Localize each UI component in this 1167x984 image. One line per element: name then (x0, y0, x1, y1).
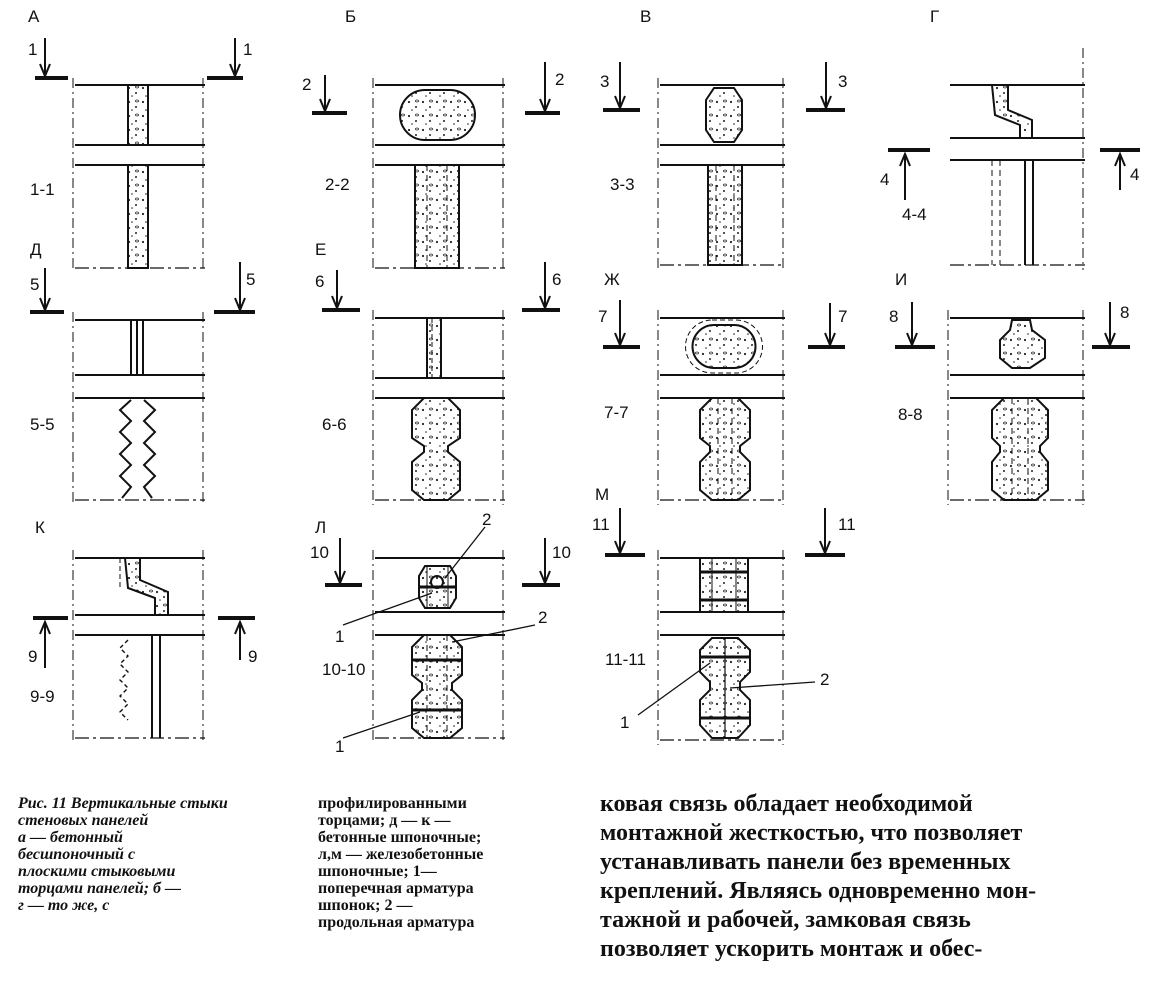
section-label: 2-2 (325, 175, 350, 194)
joint-v (603, 62, 845, 270)
variant-label-v: В (640, 7, 651, 26)
cut-mark-number: 4 (1130, 165, 1139, 184)
cut-mark-number: 7 (838, 307, 847, 326)
caption-line: плоскими стыковыми (18, 863, 176, 880)
section-label: 5-5 (30, 415, 55, 434)
section-label: 7-7 (604, 403, 629, 422)
cut-mark-number: 5 (30, 275, 39, 294)
figure-caption-title: Рис. 11 Вертикальные стыки стеновых пане… (18, 795, 228, 829)
caption-line: продольная арматура (318, 914, 475, 931)
cut-mark-number: 1 (28, 40, 37, 59)
joint-a (35, 38, 243, 272)
section-label: 10-10 (322, 660, 365, 679)
body-text: ковая связь обладает необходимой монтажн… (600, 790, 1150, 964)
section-label: 11-11 (605, 650, 646, 669)
body-line: креплений. Являясь одновременно мон- (600, 878, 1037, 904)
cut-mark-number: 2 (302, 75, 311, 94)
joint-i (895, 302, 1130, 505)
variant-label-b: Б (345, 7, 356, 26)
section-label: 1-1 (30, 180, 55, 199)
section-label: 4-4 (902, 205, 927, 224)
caption-line: торцами панелей; б — (18, 880, 181, 897)
variant-label-d: Д (30, 240, 42, 259)
cut-mark-number: 10 (310, 543, 329, 562)
caption-line: бетонные шпоночные; (318, 829, 482, 846)
cut-mark-number: 3 (600, 72, 609, 91)
joint-zh (603, 300, 845, 505)
wall-panel-joints-figure: А Б В Г Д Е Ж И К Л М 1-1 2-2 3-3 4-4 5-… (28, 7, 1140, 756)
variant-label-i: И (895, 270, 907, 289)
joint-d (30, 262, 255, 505)
body-line: позволяет ускорить монтаж и обес- (600, 936, 983, 962)
joint-e (322, 262, 560, 505)
caption-line: а — бетонный (18, 829, 123, 846)
caption-line: бесшпоночный с (18, 846, 136, 863)
cut-mark-number: 5 (246, 270, 255, 289)
callout-transverse-rebar: 1 (335, 627, 344, 646)
variant-label-l: Л (315, 518, 326, 537)
caption-continuation: профилированными торцами; д — к — бетонн… (318, 795, 563, 931)
cut-mark-number: 6 (315, 272, 324, 291)
joint-l (325, 526, 560, 743)
cut-mark-number: 4 (880, 170, 889, 189)
caption-line: профилированными (318, 795, 467, 812)
cut-mark-number: 8 (889, 307, 898, 326)
joint-m (605, 508, 845, 745)
body-line: монтажной жесткостью, что позволяет (600, 820, 1023, 846)
callout-transverse-rebar: 1 (335, 737, 344, 756)
callout-longitudinal-rebar: 2 (482, 510, 491, 529)
cut-mark-number: 8 (1120, 303, 1129, 322)
variant-label-zh: Ж (604, 270, 620, 289)
caption-line: г — то же, с (18, 897, 110, 914)
callout-longitudinal-rebar: 2 (820, 670, 829, 689)
cut-mark-number: 1 (243, 40, 252, 59)
body-line: ковая связь обладает необходимой (600, 791, 973, 817)
cut-mark-number: 6 (552, 270, 561, 289)
cut-mark-number: 9 (248, 647, 257, 666)
section-label: 8-8 (898, 405, 923, 424)
cut-mark-number: 11 (838, 515, 856, 534)
caption-line: поперечная арматура (318, 880, 474, 897)
cut-mark-number: 7 (598, 307, 607, 326)
variant-label-k: К (35, 518, 45, 537)
variant-label-a: А (28, 7, 40, 26)
section-label: 6-6 (322, 415, 347, 434)
variant-label-m: М (595, 485, 609, 504)
caption-line: шпоночные; 1— (318, 863, 437, 880)
joint-b (312, 62, 560, 272)
caption-line: шпонок; 2 — (318, 897, 413, 914)
cut-mark-number: 11 (592, 515, 610, 534)
body-line: тажной и рабочей, замковая связь (600, 907, 971, 933)
variant-label-g: Г (930, 7, 939, 26)
callout-longitudinal-rebar: 2 (538, 608, 547, 627)
section-label: 3-3 (610, 175, 635, 194)
cut-mark-number: 3 (838, 72, 847, 91)
joint-g (888, 48, 1140, 270)
cut-mark-number: 2 (555, 70, 564, 89)
section-label: 9-9 (30, 687, 55, 706)
figure-caption: Рис. 11 Вертикальные стыки стеновых пане… (18, 795, 263, 914)
caption-line: торцами; д — к — (318, 812, 451, 829)
cut-mark-number: 9 (28, 647, 37, 666)
caption-line: л,м — железобетонные (318, 846, 484, 863)
cut-mark-number: 10 (552, 543, 571, 562)
variant-label-e: Е (315, 240, 326, 259)
body-line: устанавливать панели без временных (600, 849, 1011, 875)
joint-k (33, 550, 255, 743)
callout-transverse-rebar: 1 (620, 713, 629, 732)
